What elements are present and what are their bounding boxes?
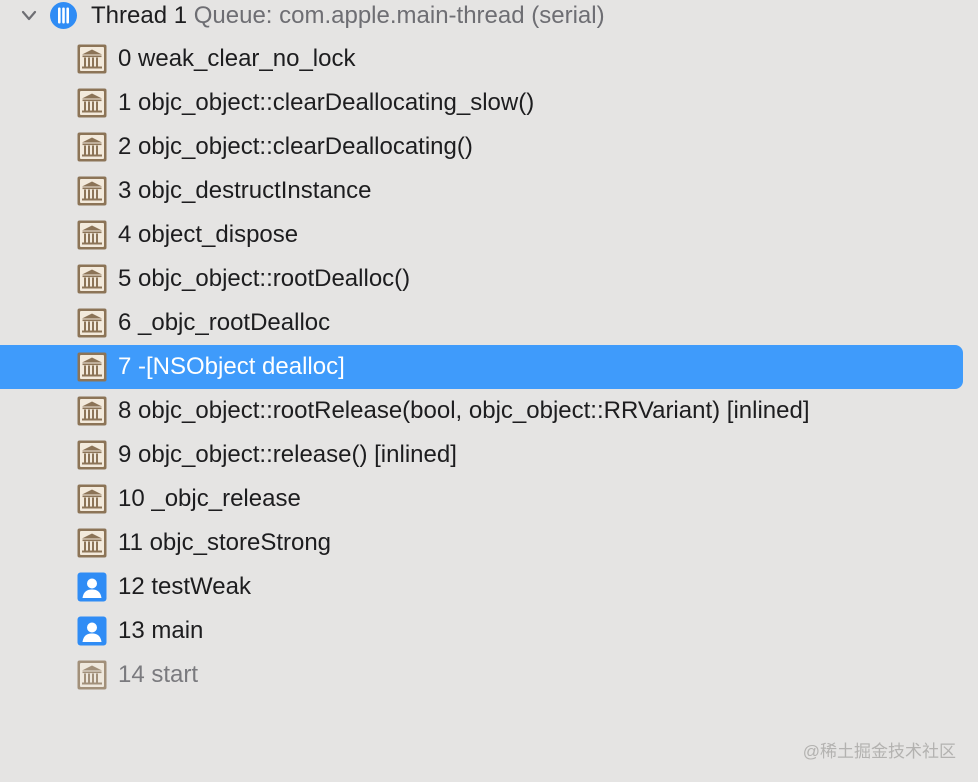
stack-frame-label: 8 objc_object::rootRelease(bool, objc_ob… bbox=[118, 397, 810, 424]
library-icon bbox=[77, 352, 107, 382]
stack-frame-row[interactable]: 11 objc_storeStrong bbox=[0, 521, 978, 565]
stack-frame-label: 5 objc_object::rootDealloc() bbox=[118, 265, 411, 292]
stack-frame-label: 14 start bbox=[118, 661, 199, 688]
stack-frame-row[interactable]: 6 _objc_rootDealloc bbox=[0, 301, 978, 345]
library-icon bbox=[77, 440, 107, 470]
library-icon bbox=[77, 88, 107, 118]
stack-frame-row[interactable]: 13 main bbox=[0, 609, 978, 653]
stack-frame-label: 1 objc_object::clearDeallocating_slow() bbox=[118, 89, 535, 116]
stack-frame-label: 4 object_dispose bbox=[118, 221, 299, 248]
stack-frame-row[interactable]: 9 objc_object::release() [inlined] bbox=[0, 433, 978, 477]
stack-frame-row[interactable]: 5 objc_object::rootDealloc() bbox=[0, 257, 978, 301]
stack-frame-row[interactable]: 12 testWeak bbox=[0, 565, 978, 609]
library-icon bbox=[77, 132, 107, 162]
library-icon bbox=[77, 396, 107, 426]
library-icon bbox=[77, 176, 107, 206]
thread-name: Thread 1 bbox=[91, 2, 188, 29]
chevron-down-icon[interactable] bbox=[20, 8, 38, 24]
thread-icon bbox=[50, 2, 77, 29]
watermark: @稀土掘金技术社区 bbox=[802, 742, 956, 761]
stack-frame-label: 3 objc_destructInstance bbox=[118, 177, 372, 204]
stack-frame-label: 0 weak_clear_no_lock bbox=[118, 45, 356, 72]
stack-frame-row[interactable]: 1 objc_object::clearDeallocating_slow() bbox=[0, 81, 978, 125]
library-icon bbox=[77, 484, 107, 514]
stack-frame-row[interactable]: 14 start bbox=[0, 653, 978, 697]
library-icon bbox=[77, 44, 107, 74]
thread-row[interactable]: Thread 1 Queue: com.apple.main-thread (s… bbox=[0, 0, 978, 32]
thread-title: Thread 1 Queue: com.apple.main-thread (s… bbox=[91, 0, 605, 32]
stack-frame-label: 13 main bbox=[118, 617, 204, 644]
stack-frame-row[interactable]: 8 objc_object::rootRelease(bool, objc_ob… bbox=[0, 389, 978, 433]
stack-frame-row[interactable]: 2 objc_object::clearDeallocating() bbox=[0, 125, 978, 169]
stack-frame-row[interactable]: 3 objc_destructInstance bbox=[0, 169, 978, 213]
stack-frame-label: 11 objc_storeStrong bbox=[118, 529, 332, 556]
stack-frame-label: 12 testWeak bbox=[118, 573, 251, 600]
stack-frame-row[interactable]: 0 weak_clear_no_lock bbox=[0, 37, 978, 81]
library-icon bbox=[77, 220, 107, 250]
library-icon bbox=[77, 528, 107, 558]
user-code-icon bbox=[77, 572, 107, 602]
library-icon bbox=[77, 308, 107, 338]
stack-frame-label: 7 -[NSObject dealloc] bbox=[118, 353, 345, 380]
library-icon bbox=[77, 660, 107, 690]
stack-frame-label: 6 _objc_rootDealloc bbox=[118, 309, 331, 336]
stack-frame-row[interactable]: 4 object_dispose bbox=[0, 213, 978, 257]
thread-queue: Queue: com.apple.main-thread (serial) bbox=[193, 2, 605, 29]
selection-highlight bbox=[0, 345, 963, 389]
stack-frame-label: 10 _objc_release bbox=[118, 485, 301, 512]
library-icon bbox=[77, 264, 107, 294]
stack-frame-label: 2 objc_object::clearDeallocating() bbox=[118, 133, 473, 160]
stack-frame-label: 9 objc_object::release() [inlined] bbox=[118, 441, 457, 468]
stack-frame-row[interactable]: 10 _objc_release bbox=[0, 477, 978, 521]
stack-frame-row[interactable]: 7 -[NSObject dealloc] bbox=[0, 345, 978, 389]
user-code-icon bbox=[77, 616, 107, 646]
